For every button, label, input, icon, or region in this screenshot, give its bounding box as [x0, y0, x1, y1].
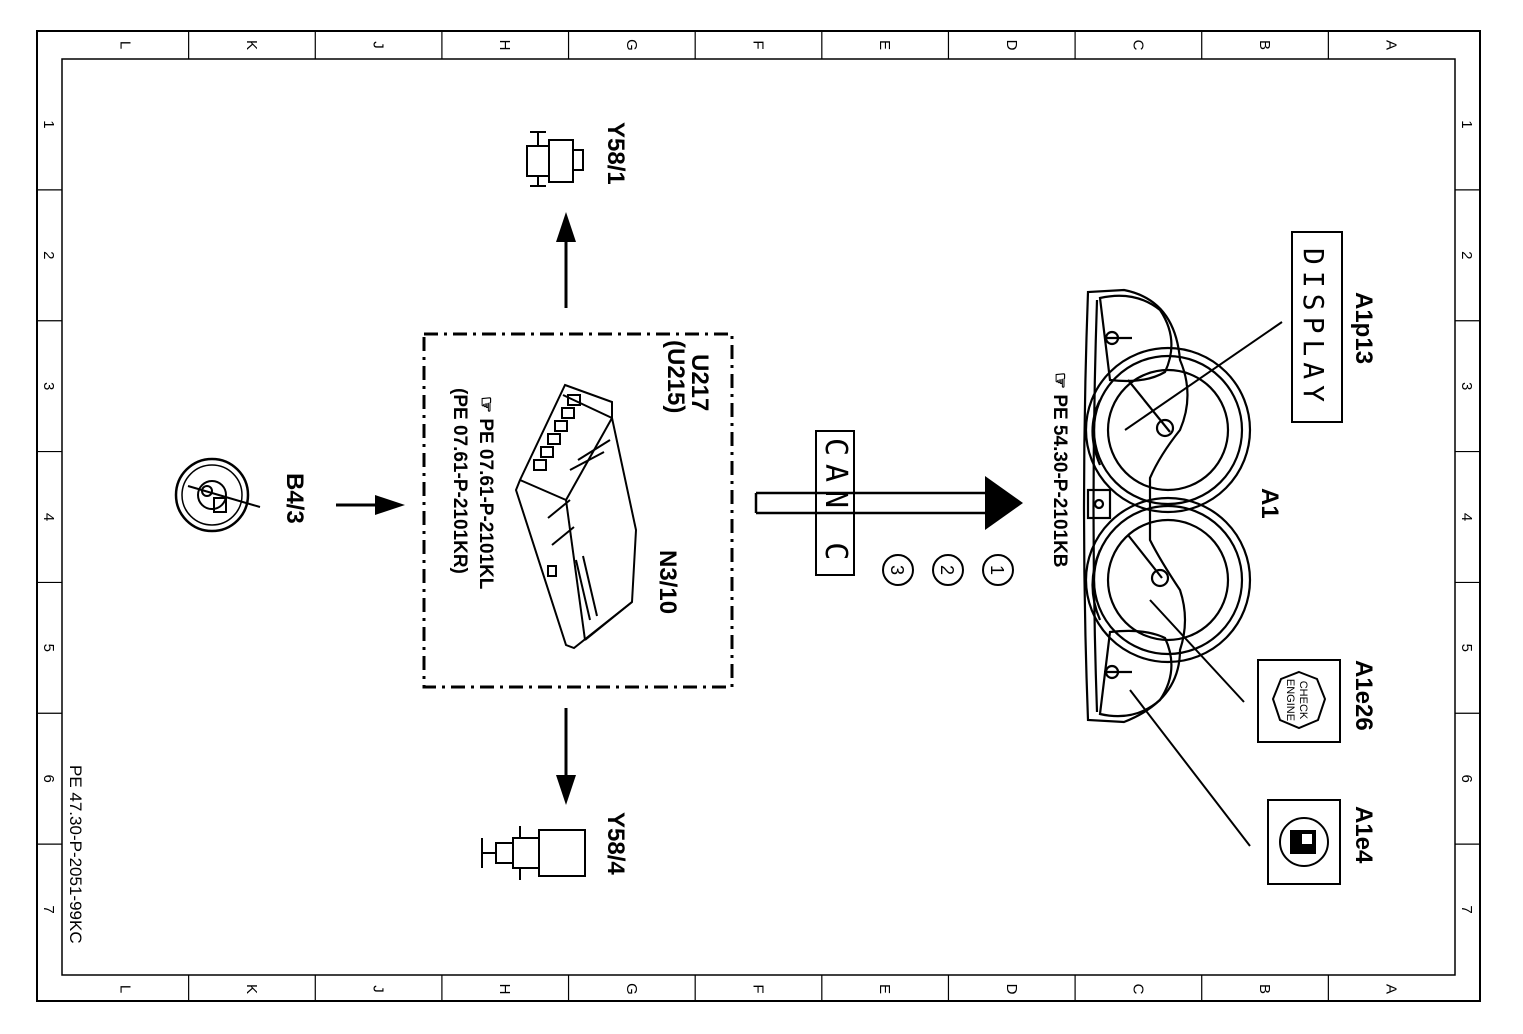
ecu-module	[514, 383, 638, 650]
zone-letter: E	[876, 40, 893, 50]
n3-10-box	[422, 332, 734, 689]
engine-text: ENGINE	[1284, 679, 1296, 721]
zone-letter: K	[243, 40, 260, 50]
n3-10-label: N3/10	[654, 550, 681, 614]
zone-letter: A	[1383, 40, 1400, 50]
zone-letter: L	[116, 41, 133, 49]
y58-1-valve	[526, 131, 584, 187]
zone-letter: J	[370, 41, 387, 49]
fuel-pump-icon	[1279, 817, 1329, 867]
zone-number: 2	[40, 251, 57, 259]
zone-number: 6	[1458, 775, 1475, 783]
n3-ref-2: (PE 07.61-P-2101KR)	[449, 388, 470, 574]
can-bus-arrow	[754, 476, 1023, 530]
a1p13-label: A1p13	[1350, 292, 1377, 364]
zone-letter: B	[1256, 40, 1273, 50]
a1e4-label: A1e4	[1350, 806, 1377, 864]
zone-number: 3	[40, 382, 57, 390]
can-c-label: CAN C	[818, 438, 853, 568]
zone-number: 7	[1458, 905, 1475, 913]
zone-letter: B	[1256, 984, 1273, 994]
a1p13-leader	[1124, 321, 1283, 431]
check-text: CHECK	[1297, 681, 1309, 720]
display-box	[1291, 231, 1343, 423]
can-c-box	[815, 430, 855, 576]
zone-number: 1	[1458, 120, 1475, 128]
zone-number: 3	[1458, 382, 1475, 390]
zone-letter: C	[1129, 984, 1146, 995]
zone-letter: C	[1129, 40, 1146, 51]
zone-letter: E	[876, 984, 893, 994]
zone-letter: H	[496, 984, 513, 995]
b4-3-label: B4/3	[281, 473, 308, 524]
zone-letter: G	[623, 39, 640, 51]
circled-numbers: 1 2 3	[882, 554, 1014, 586]
zone-letter: J	[370, 985, 387, 993]
check-engine-icon: CHECK ENGINE	[1271, 670, 1327, 730]
zone-number: 5	[40, 644, 57, 652]
display-text: DISPLAY	[1297, 248, 1330, 408]
a1e26-label: A1e26	[1350, 660, 1377, 731]
zone-letter: A	[1383, 984, 1400, 994]
a1e26-leader	[1149, 599, 1245, 703]
zone-letter: F	[750, 984, 767, 993]
zone-number: 5	[1458, 644, 1475, 652]
zone-letter: D	[1003, 984, 1020, 995]
zone-number: 1	[40, 120, 57, 128]
zone-letter: F	[750, 40, 767, 49]
frame-ticks	[37, 31, 1480, 1001]
u217-label: U217	[686, 354, 713, 411]
b4-3-sensor	[174, 457, 261, 533]
instrument-cluster	[1082, 288, 1252, 724]
a1-label: A1	[1256, 488, 1283, 519]
circle-num-2: 2	[937, 565, 957, 575]
y58-1-label: Y58/1	[602, 122, 629, 185]
zone-number: 2	[1458, 251, 1475, 259]
zone-letter: H	[496, 40, 513, 51]
zone-number: 4	[40, 513, 57, 521]
u215-label: (U215)	[662, 340, 689, 413]
zone-letter: D	[1003, 40, 1020, 51]
zone-letter: L	[116, 985, 133, 993]
n3-ref-1: ☞ PE 07.61-P-2101KL	[475, 396, 496, 590]
fuel-warning-box	[1267, 799, 1341, 885]
zone-number: 4	[1458, 513, 1475, 521]
zone-number: 6	[40, 775, 57, 783]
zone-number: 7	[40, 905, 57, 913]
check-engine-box	[1257, 659, 1341, 743]
circle-num-3: 3	[887, 565, 907, 575]
document-code: PE 47.30-P-2051-99KC	[66, 765, 85, 944]
y58-1-arrow	[556, 212, 576, 308]
a1e4-leader	[1129, 689, 1251, 847]
a1-ref: ☞ PE 54.30-P-2101KB	[1049, 372, 1070, 568]
outer-frame	[36, 30, 1481, 1002]
y58-4-arrow	[556, 708, 576, 805]
circle-num-1: 1	[987, 565, 1007, 575]
zone-letter: G	[623, 983, 640, 995]
zone-letter: K	[243, 984, 260, 994]
y58-4-label: Y58/4	[602, 812, 629, 875]
inner-frame	[61, 58, 1456, 976]
y58-4-valve	[481, 826, 586, 880]
b4-3-arrow	[336, 495, 405, 515]
